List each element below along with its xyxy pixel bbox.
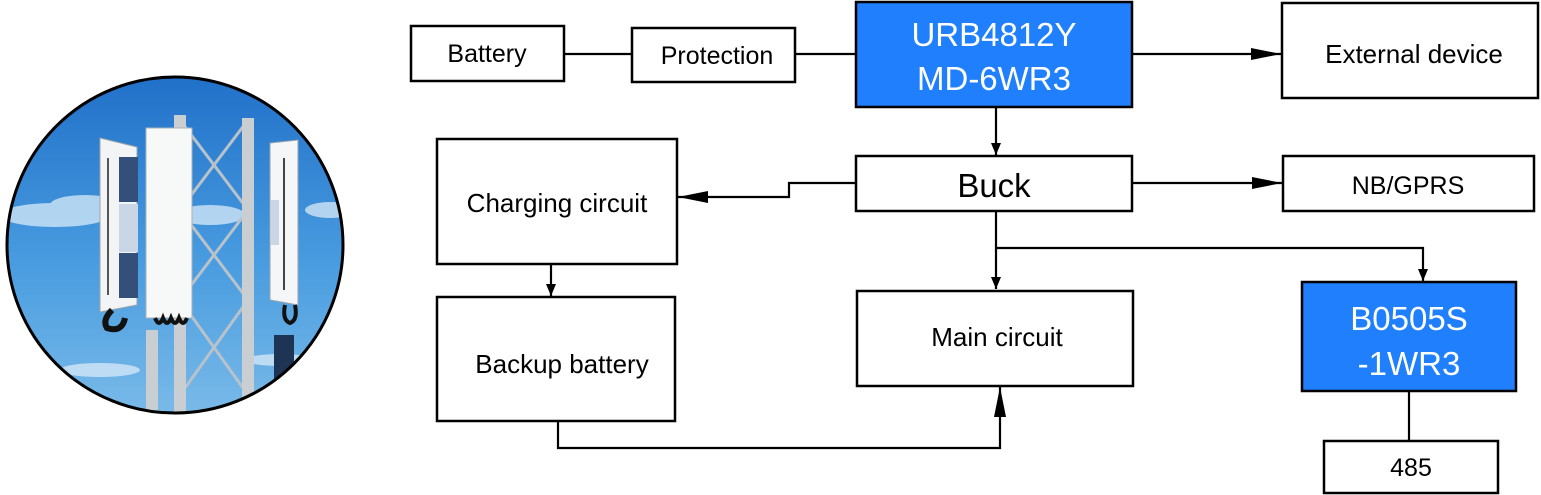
node-main-circuit[interactable]: Main circuit: [855, 289, 1135, 388]
node-rs485-label: 485: [1390, 454, 1432, 482]
base-station-photo: [5, 75, 345, 415]
node-external-device-label: External device: [1325, 39, 1503, 69]
node-external-device[interactable]: External device: [1280, 1, 1540, 100]
antenna-panel-right: [269, 139, 299, 306]
connectors: [546, 48, 1428, 450]
node-battery[interactable]: Battery: [409, 24, 566, 83]
node-protection[interactable]: Protection: [630, 26, 797, 84]
node-charging-circuit-label: Charging circuit: [467, 188, 648, 218]
node-nb-gprs-label: NB/GPRS: [1352, 172, 1465, 200]
pole-right: [242, 118, 254, 413]
pole-left: [146, 330, 158, 413]
edge-backup-main: [556, 387, 1006, 450]
node-buck-label: Buck: [957, 167, 1031, 204]
node-charging-circuit[interactable]: Charging circuit: [435, 137, 679, 266]
edge-buck-b0505: [996, 246, 1428, 281]
node-battery-label: Battery: [447, 40, 527, 68]
node-backup-battery-label: Backup battery: [475, 349, 648, 379]
node-backup-battery[interactable]: Backup battery: [435, 295, 677, 423]
node-b0505-module[interactable]: B0505S -1WR3: [1300, 280, 1518, 393]
node-rs485[interactable]: 485: [1322, 439, 1500, 495]
node-b0505-module-line1: B0505S: [1350, 300, 1467, 337]
antenna-panel-left: [99, 137, 138, 313]
node-urb-module-line2: MD-6WR3: [917, 60, 1071, 97]
node-main-circuit-label: Main circuit: [931, 322, 1063, 352]
cables-center: [153, 312, 189, 325]
node-nb-gprs[interactable]: NB/GPRS: [1281, 154, 1536, 213]
cables-right: [282, 304, 298, 326]
photo-border: [5, 75, 345, 415]
node-buck[interactable]: Buck: [854, 154, 1134, 213]
node-b0505-module-line2: -1WR3: [1358, 345, 1461, 382]
node-urb-module-line1: URB4812Y: [911, 16, 1076, 53]
node-urb-module[interactable]: URB4812Y MD-6WR3: [854, 0, 1134, 109]
cables-left: [102, 307, 128, 333]
node-protection-label: Protection: [661, 42, 774, 70]
edge-buck-charging: [678, 181, 856, 203]
antenna-panel-center: [145, 127, 193, 319]
